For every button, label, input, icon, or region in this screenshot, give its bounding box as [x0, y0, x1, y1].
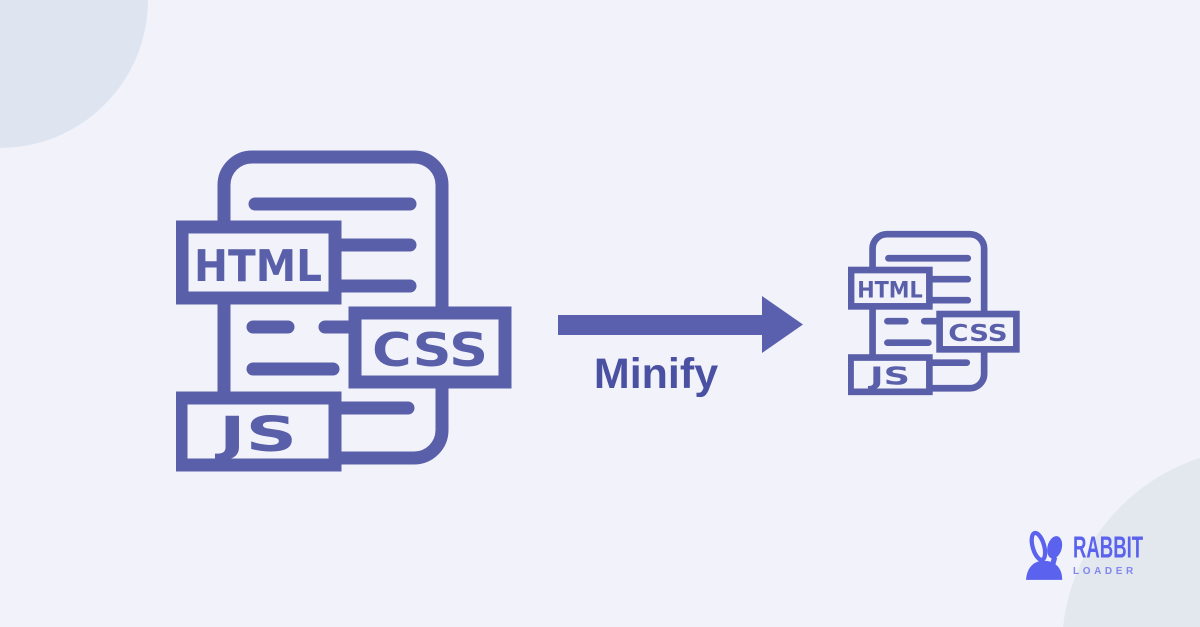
html-badge-label: HTML: [194, 241, 322, 292]
arrow-shape: [558, 296, 803, 353]
source-file-icon: HTML CSS JS: [176, 150, 512, 472]
js-badge: [176, 391, 342, 472]
badge-labels: HTML CSS JS: [194, 241, 488, 463]
js-badge-label: JS: [867, 362, 910, 391]
js-badge: [848, 354, 933, 396]
minify-label: Minify: [593, 350, 719, 398]
js-badge-label: JS: [215, 407, 297, 463]
css-badge-label: CSS: [372, 323, 488, 377]
html-badge: [848, 266, 933, 310]
rabbit-ear-outline: [1029, 530, 1048, 562]
decorative-circle-top-left: [0, 0, 148, 148]
badge-group: [176, 220, 512, 472]
minify-arrow: [558, 296, 803, 353]
badge-labels: HTML CSS JS: [857, 278, 1007, 391]
logo-text: RABBIT LOADER: [1073, 530, 1183, 577]
logo-name: RABBIT: [1073, 530, 1144, 565]
css-badge: [348, 306, 512, 389]
result-file-icon: HTML CSS JS: [848, 230, 1020, 396]
html-badge: [176, 220, 342, 305]
css-badge-label: CSS: [948, 319, 1007, 347]
rabbitloader-logo: RABBIT LOADER: [1026, 529, 1183, 581]
html-badge-label: HTML: [857, 278, 923, 304]
css-badge: [936, 310, 1020, 353]
logo-subname: LOADER: [1073, 565, 1137, 577]
rabbit-icon: [1026, 530, 1063, 580]
badge-group: [848, 266, 1020, 396]
rabbit-head: [1026, 560, 1063, 580]
